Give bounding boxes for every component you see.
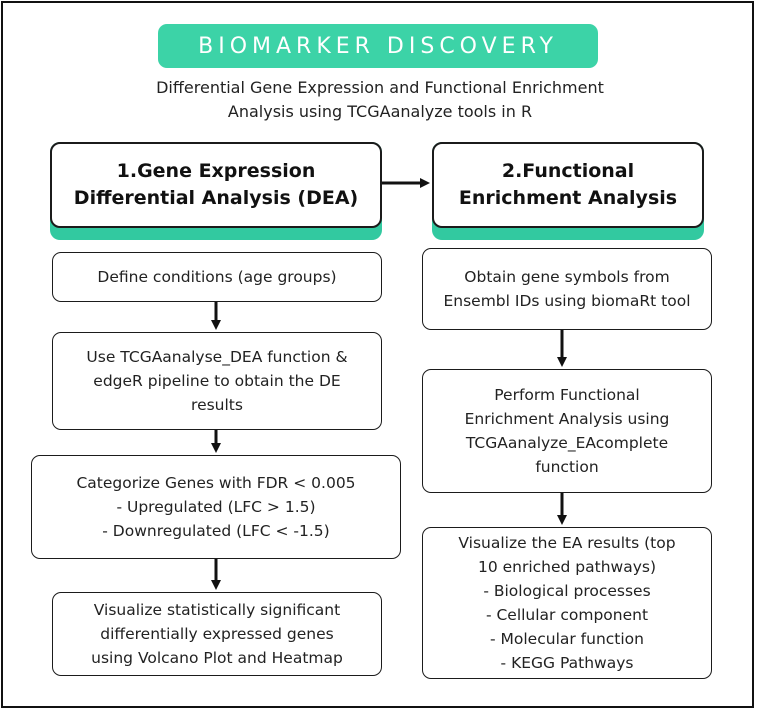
ea-header-line-1: 2.Functional: [501, 160, 635, 182]
step-text: Visualize the EA results (top: [458, 534, 676, 552]
dea-step-visualize-degs: Visualize statistically significant diff…: [52, 592, 382, 676]
step-text: - Biological processes: [483, 582, 651, 600]
step-text: Define conditions (age groups): [97, 268, 337, 286]
title-banner: BIOMARKER DISCOVERY: [158, 24, 598, 68]
ea-header-box: 2.Functional Enrichment Analysis: [432, 142, 704, 240]
step-text: differentially expressed genes: [100, 625, 334, 643]
dea-step-run-dea: Use TCGAanalyse_DEA function & edgeR pip…: [52, 332, 382, 430]
dea-step-categorize-genes: Categorize Genes with FDR < 0.005 - Upre…: [31, 455, 401, 559]
step-text: - KEGG Pathways: [500, 654, 634, 672]
step-text: Categorize Genes with FDR < 0.005: [76, 474, 356, 492]
step-text: Visualize statistically significant: [93, 601, 341, 619]
step-text: 10 enriched pathways): [477, 558, 657, 576]
dea-header-box: 1.Gene Expression Differential Analysis …: [50, 142, 382, 240]
ea-step-enrichment-analysis: Perform Functional Enrichment Analysis u…: [422, 369, 712, 493]
step-text: Enrichment Analysis using: [464, 410, 670, 428]
step-text: function: [535, 458, 599, 476]
step-text: Ensembl IDs using biomaRt tool: [443, 292, 691, 310]
dea-step-define-conditions: Define conditions (age groups): [52, 252, 382, 302]
dea-header-card: 1.Gene Expression Differential Analysis …: [50, 142, 382, 228]
ea-step-visualize-results: Visualize the EA results (top 10 enriche…: [422, 527, 712, 679]
step-text: TCGAanalyze_EAcomplete: [465, 434, 669, 452]
subtitle-line-2: Analysis using TCGAanalyze tools in R: [227, 102, 533, 121]
step-text: results: [191, 396, 243, 414]
step-text: Perform Functional: [494, 386, 640, 404]
step-text: Use TCGAanalyse_DEA function &: [86, 348, 348, 366]
step-text: - Downregulated (LFC < -1.5): [102, 522, 330, 540]
step-text: - Upregulated (LFC > 1.5): [116, 498, 316, 516]
dea-header-line-2: Differential Analysis (DEA): [73, 187, 359, 209]
ea-step-gene-symbols: Obtain gene symbols from Ensembl IDs usi…: [422, 248, 712, 330]
ea-header-line-2: Enrichment Analysis: [458, 187, 678, 209]
step-text: edgeR pipeline to obtain the DE: [93, 372, 341, 390]
step-text: - Molecular function: [490, 630, 644, 648]
dea-header-line-1: 1.Gene Expression: [116, 160, 316, 182]
diagram-subtitle: Differential Gene Expression and Functio…: [100, 76, 660, 124]
diagram-title: BIOMARKER DISCOVERY: [198, 33, 558, 59]
subtitle-line-1: Differential Gene Expression and Functio…: [156, 78, 604, 97]
step-text: Obtain gene symbols from: [464, 268, 670, 286]
step-text: - Cellular component: [485, 606, 649, 624]
ea-header-card: 2.Functional Enrichment Analysis: [432, 142, 704, 228]
step-text: using Volcano Plot and Heatmap: [91, 649, 343, 667]
